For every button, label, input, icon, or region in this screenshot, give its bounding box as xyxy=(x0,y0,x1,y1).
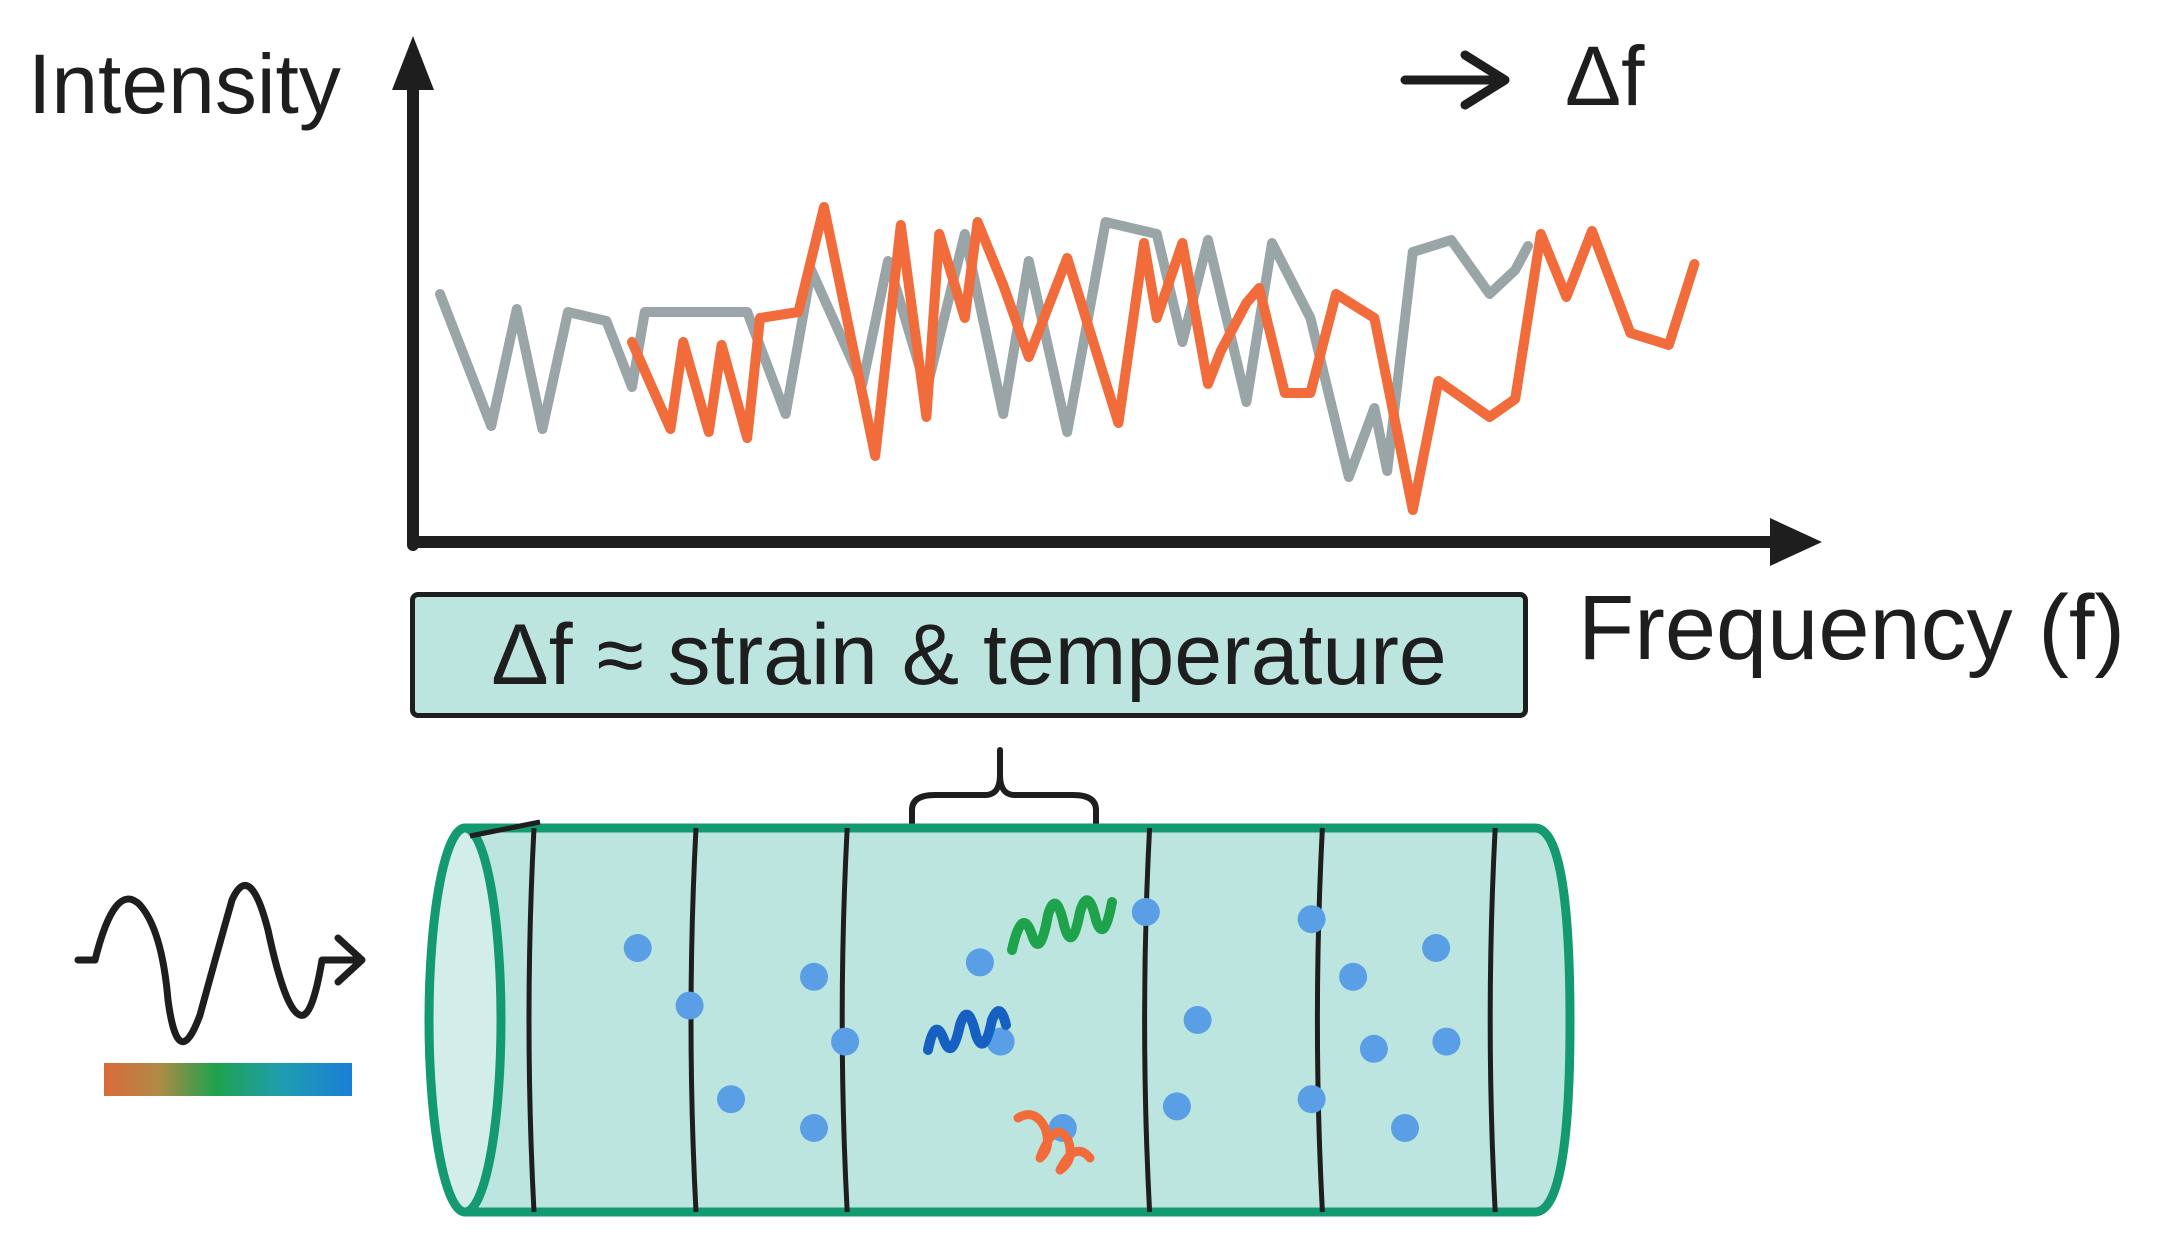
grating-band-6 xyxy=(1487,827,1498,1213)
fiber-end-face xyxy=(424,823,506,1217)
scatterer-dot-8 xyxy=(986,1027,1015,1056)
scatterer-dot-11 xyxy=(1183,1006,1212,1034)
scatterer-dot-17 xyxy=(1422,934,1451,962)
scatterer-dot-12 xyxy=(1162,1092,1191,1121)
input-arrow-head xyxy=(334,934,366,986)
sine-wave-icon xyxy=(74,882,364,1046)
grating-band-2 xyxy=(688,827,699,1213)
orange-reflected-wave xyxy=(1013,1110,1095,1175)
scatterer-dot-18 xyxy=(1432,1027,1461,1056)
scatterer-dot-1 xyxy=(623,934,652,962)
grating-band-3 xyxy=(839,827,850,1213)
x-axis-arrow-head-icon xyxy=(1770,518,1822,566)
scatterer-dot-14 xyxy=(1339,962,1368,991)
scatterer-dot-16 xyxy=(1297,1085,1326,1114)
curly-brace-icon xyxy=(909,747,1099,833)
scatterer-dot-6 xyxy=(800,1114,828,1142)
scatterer-dot-19 xyxy=(1391,1114,1419,1142)
frequency-shift-label: Δf xyxy=(1565,29,1645,123)
input-light xyxy=(74,882,366,1096)
reference-spectrum-line xyxy=(435,217,1533,482)
scatterer-dot-2 xyxy=(675,991,704,1020)
equation-box: Δf ≈ strain & temperature xyxy=(410,592,1528,718)
grating-band-5 xyxy=(1314,827,1325,1213)
scatterer-dot-10 xyxy=(1131,898,1160,926)
scatterers xyxy=(623,898,1461,1142)
shifted-spectrum-line xyxy=(627,202,1700,515)
green-reflected-wave xyxy=(1007,895,1117,955)
fiber-body xyxy=(460,823,1575,1217)
scatterer-dot-13 xyxy=(1297,905,1326,934)
grating-band-4 xyxy=(1142,827,1153,1213)
fiber-edge-mark xyxy=(469,819,541,839)
optical-fiber xyxy=(424,819,1575,1217)
blue-reflected-wave xyxy=(923,1006,1011,1055)
color-gradient-bar-icon xyxy=(104,1063,352,1096)
axes xyxy=(392,36,1822,566)
y-axis-label: Intensity xyxy=(28,37,341,131)
shift-arrow xyxy=(1400,50,1510,110)
scatterer-dot-4 xyxy=(800,962,828,991)
grating-band-1 xyxy=(526,827,537,1213)
right-arrow-head xyxy=(1460,50,1510,110)
y-axis-arrow-head-icon xyxy=(392,36,434,90)
equation-text: Δf ≈ strain & temperature xyxy=(491,607,1447,703)
grating-bands xyxy=(526,827,1498,1213)
scatterer-dot-15 xyxy=(1359,1034,1388,1063)
scatterer-dot-7 xyxy=(965,948,994,977)
x-axis-label: Frequency (f) xyxy=(1578,577,2126,679)
scatterer-dot-5 xyxy=(831,1027,860,1056)
scatterer-dot-3 xyxy=(717,1085,745,1114)
spectra xyxy=(435,202,1700,515)
